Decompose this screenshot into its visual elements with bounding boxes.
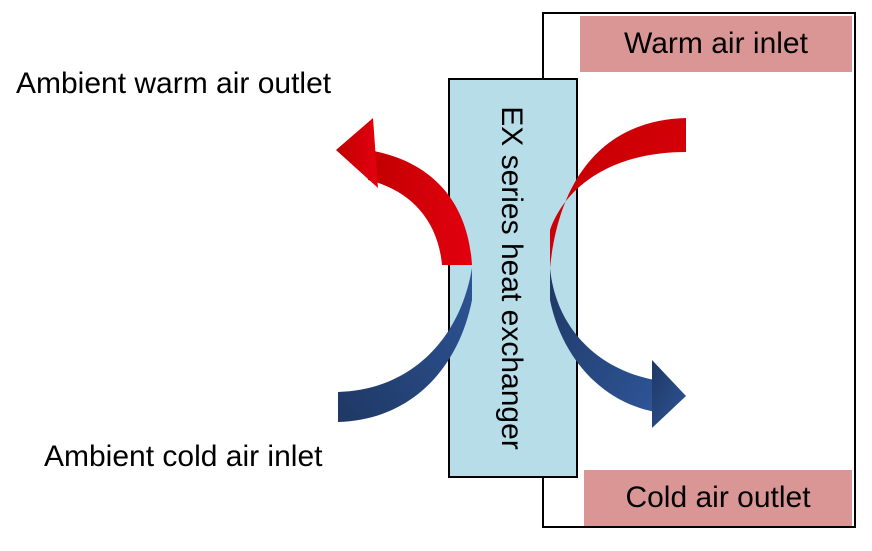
ambient-cold-inlet-arrow-icon [338, 268, 472, 422]
warm-inlet-arrow-icon [550, 118, 686, 268]
ambient-cold-air-inlet-label: Ambient cold air inlet [44, 440, 323, 473]
warm-air-inlet-box: Warm air inlet [580, 16, 852, 72]
ambient-warm-air-outlet-label: Ambient warm air outlet [16, 67, 332, 100]
cabinet-enclosure [542, 12, 856, 528]
heat-exchanger [448, 78, 578, 478]
cold-air-outlet-box: Cold air outlet [584, 470, 852, 526]
ambient-warm-outlet-arrow-icon [336, 118, 472, 265]
heat-exchanger-label: EX series heat exchanger [495, 106, 528, 450]
cold-outlet-arrow-icon [550, 268, 686, 428]
